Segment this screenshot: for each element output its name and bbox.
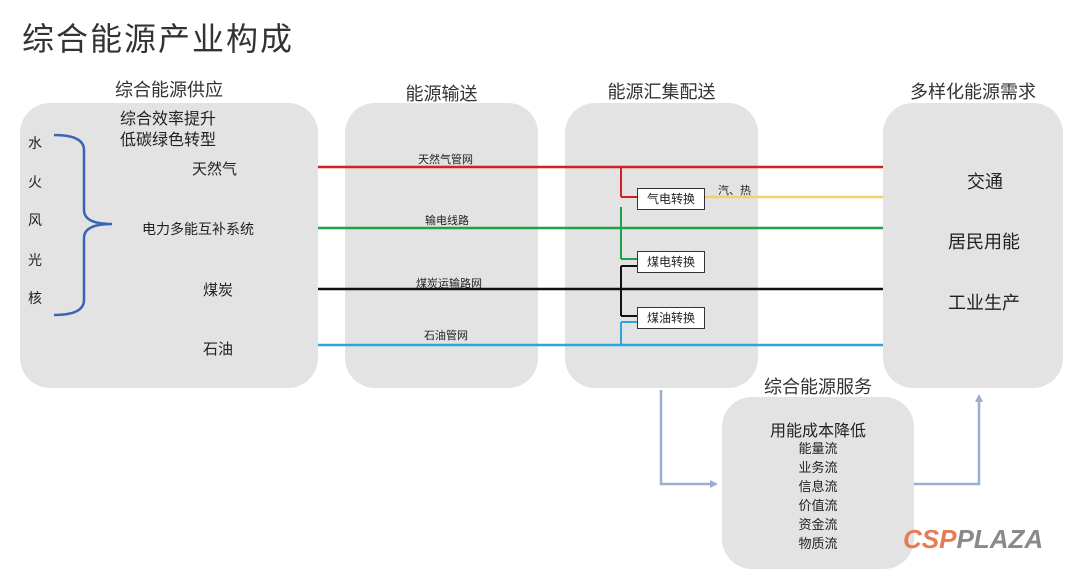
- watermark-logo: CSPPLAZA: [903, 524, 1043, 555]
- supply-subtitle-efficiency: 综合效率提升: [120, 109, 217, 128]
- steam-heat-label: 汽、热: [718, 184, 751, 197]
- power-system-label: 电力多能互补系统: [142, 222, 254, 238]
- source-hydro: 水: [28, 136, 42, 152]
- service-header: 综合能源服务: [764, 377, 872, 398]
- source-wind: 风: [28, 213, 42, 229]
- flow-value: 价值流: [798, 499, 838, 514]
- supply-subtitle-lowcarbon: 低碳绿色转型: [120, 130, 217, 149]
- watermark-part-b: PLAZA: [956, 524, 1044, 554]
- oil-pipeline-label: 石油管网: [424, 329, 468, 342]
- arrow-to-demand: [914, 394, 983, 486]
- gas-to-power-box: 气电转换: [637, 188, 705, 210]
- transport-panel: [345, 103, 538, 388]
- supply-panel: [20, 103, 318, 388]
- source-nuclear: 核: [28, 291, 42, 307]
- demand-transport: 交通: [967, 172, 1003, 193]
- service-cost-reduction: 用能成本降低: [769, 421, 866, 440]
- oil-label: 石油: [203, 340, 234, 358]
- flow-energy: 能量流: [798, 442, 838, 457]
- demand-industrial: 工业生产: [948, 293, 1020, 314]
- watermark-part-a: CSP: [903, 524, 957, 554]
- coal-label: 煤炭: [203, 281, 234, 299]
- flow-information: 信息流: [798, 480, 838, 495]
- coal-network-label: 煤炭运输路网: [416, 277, 482, 290]
- demand-panel: [883, 103, 1063, 388]
- source-solar: 光: [28, 253, 42, 269]
- source-thermal: 火: [28, 175, 42, 191]
- transport-header: 能源输送: [405, 84, 478, 105]
- page-title: 综合能源产业构成: [22, 20, 295, 58]
- natural-gas-label: 天然气: [192, 160, 238, 178]
- distribution-panel: [565, 103, 758, 388]
- service-panel: [722, 397, 914, 569]
- arrow-to-service: [659, 390, 718, 488]
- flow-capital: 资金流: [798, 518, 838, 533]
- flow-material: 物质流: [798, 537, 838, 552]
- power-line-label: 输电线路: [425, 214, 469, 227]
- demand-residential: 居民用能: [948, 232, 1020, 253]
- flow-business: 业务流: [798, 461, 838, 476]
- coal-to-oil-box: 煤油转换: [637, 307, 705, 329]
- coal-to-power-box: 煤电转换: [637, 251, 705, 273]
- supply-header: 综合能源供应: [115, 80, 223, 101]
- distribution-header: 能源汇集配送: [607, 82, 716, 103]
- gas-pipeline-label: 天然气管网: [418, 153, 473, 166]
- source-brace: [53, 133, 113, 317]
- service-flow-list: 能量流 业务流 信息流 价值流 资金流 物质流: [722, 440, 914, 554]
- demand-header: 多样化能源需求: [910, 82, 1036, 103]
